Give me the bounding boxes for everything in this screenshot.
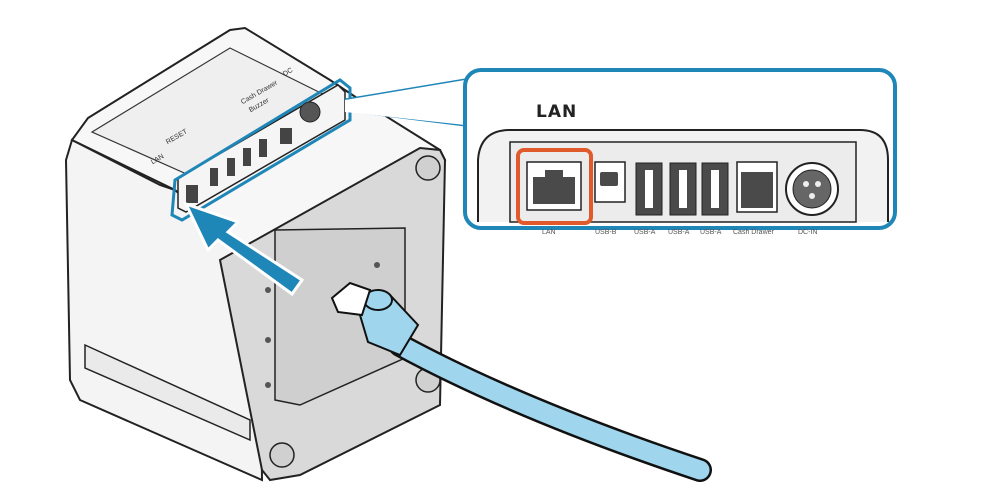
port-tag-usb-a-2: USB-A (668, 229, 690, 236)
cash-drawer-socket (741, 172, 773, 208)
lan-highlight (516, 148, 593, 225)
port-tag-usb-a-3: USB-A (700, 229, 722, 236)
screw (265, 382, 271, 388)
usb-a-ports (635, 162, 729, 216)
port-tag-dc-in: DC-IN (798, 229, 818, 236)
lan-cable-fill (390, 335, 710, 480)
foot (269, 442, 295, 468)
printer-front-slot (84, 343, 251, 442)
screw (265, 287, 271, 293)
dc-pin (803, 181, 809, 187)
lan-plug-connector (330, 281, 372, 317)
port-tag-usb-b: USB-B (595, 229, 617, 236)
dc-pin (815, 181, 821, 187)
port-tag-cash-drawer: Cash Drawer (733, 229, 774, 236)
printer-bottom-plate (274, 227, 406, 406)
printer-port-highlight (170, 78, 352, 222)
callout-wedge (345, 80, 465, 125)
foot (415, 155, 441, 181)
lan-callout-label: LAN (536, 102, 578, 122)
screw (265, 337, 271, 343)
screw (374, 262, 380, 268)
dc-in-socket (792, 169, 832, 209)
lan-port-socket (533, 170, 575, 204)
port-tag-lan: LAN (542, 229, 556, 236)
small-ports (186, 101, 321, 203)
port-tag-usb-a-1: USB-A (634, 229, 656, 236)
insert-arrow (183, 201, 305, 297)
usb-b-socket (600, 172, 618, 186)
dc-pin (809, 193, 815, 199)
